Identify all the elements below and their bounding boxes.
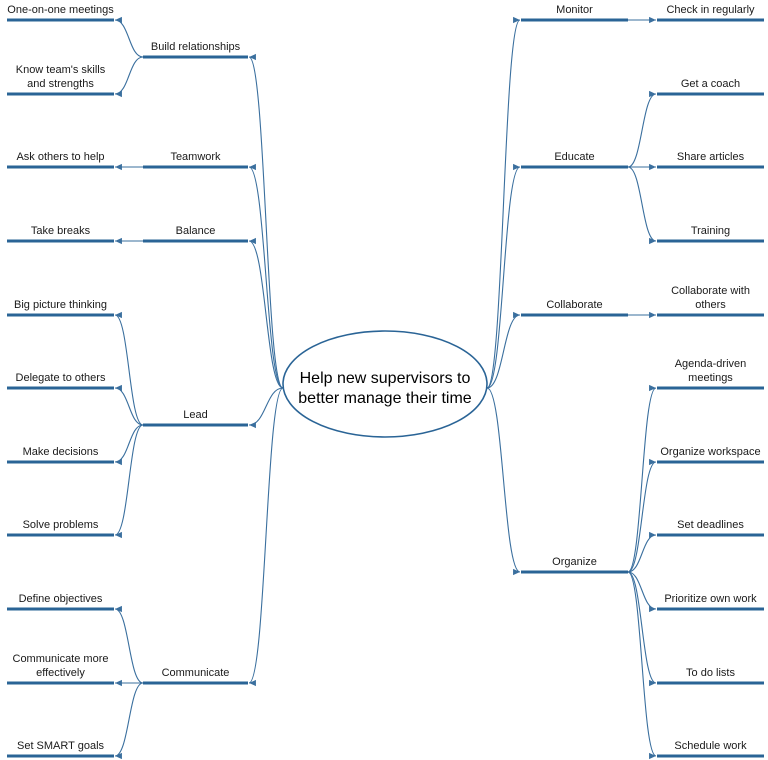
leaf-label-lead-2: Make decisions xyxy=(23,446,99,458)
connector-center-build xyxy=(248,54,284,389)
leaf-label-lead-0: Big picture thinking xyxy=(14,299,107,311)
connector-center-collaborate xyxy=(486,311,521,389)
leaf-label-educate-0: Get a coach xyxy=(681,78,740,90)
connector-build-1 xyxy=(114,56,144,98)
branch-label-monitor: Monitor xyxy=(556,4,593,16)
leaf-label-organize-0-line-1: Agenda-driven xyxy=(675,358,747,370)
branch-label-collaborate: Collaborate xyxy=(546,299,602,311)
leaf-label-build-0: One-on-one meetings xyxy=(7,4,114,16)
connector-lead-1 xyxy=(114,384,144,426)
leaf-label-organize-2: Set deadlines xyxy=(677,519,744,531)
leaf-label-organize-5: Schedule work xyxy=(674,740,747,752)
node-labels: Build relationships One-on-one meetingsKn… xyxy=(7,4,760,752)
leaf-label-teamwork-0: Ask others to help xyxy=(16,151,104,163)
connector-organize-4 xyxy=(627,571,657,687)
connector-educate-0 xyxy=(627,90,657,168)
central-topic-line-1: Help new supervisors to xyxy=(300,370,471,387)
branch-bars xyxy=(7,18,764,758)
connector-center-communicate xyxy=(248,387,284,686)
leaf-label-organize-0-line-2: meetings xyxy=(688,372,733,384)
leaf-label-build-1-line-1: Know team's skills xyxy=(16,64,106,76)
leaf-label-communicate-1-line-1: Communicate more xyxy=(13,653,109,665)
connector-build-0 xyxy=(114,16,144,58)
central-topic-ellipse xyxy=(282,330,488,438)
connector-communicate-0 xyxy=(114,605,144,684)
leaf-label-collaborate-0-line-1: Collaborate with xyxy=(671,285,750,297)
branch-label-educate: Educate xyxy=(554,151,594,163)
connector-center-balance xyxy=(248,237,284,389)
leaf-label-balance-0: Take breaks xyxy=(31,225,91,237)
connector-communicate-2 xyxy=(114,682,144,760)
branch-label-lead: Lead xyxy=(183,409,207,421)
leaf-label-educate-2: Training xyxy=(691,225,730,237)
connector-center-teamwork xyxy=(248,164,284,389)
connector-organize-1 xyxy=(627,458,657,573)
central-topic[interactable]: Help new supervisors to better manage th… xyxy=(282,330,488,438)
leaf-label-build-1-line-2: and strengths xyxy=(27,78,94,90)
branch-label-build: Build relationships xyxy=(151,41,241,53)
central-topic-line-2: better manage their time xyxy=(298,390,472,407)
connector-lead-0 xyxy=(114,311,144,426)
connector-center-monitor xyxy=(486,17,521,389)
branch-label-communicate: Communicate xyxy=(162,667,230,679)
leaf-label-monitor-0: Check in regularly xyxy=(666,4,755,16)
connector-center-organize xyxy=(486,387,521,576)
connector-lead-3 xyxy=(114,424,144,539)
connector-educate-2 xyxy=(627,166,657,245)
leaf-label-collaborate-0-line-2: others xyxy=(695,299,726,311)
leaf-label-lead-3: Solve problems xyxy=(23,519,99,531)
leaf-label-organize-1: Organize workspace xyxy=(660,446,760,458)
leaf-label-communicate-2: Set SMART goals xyxy=(17,740,105,752)
branch-label-teamwork: Teamwork xyxy=(170,151,221,163)
leaf-label-communicate-1-line-2: effectively xyxy=(36,667,85,679)
leaf-label-organize-3: Prioritize own work xyxy=(664,593,757,605)
connector-organize-0 xyxy=(627,385,657,573)
branch-label-balance: Balance xyxy=(176,225,216,237)
leaf-label-lead-1: Delegate to others xyxy=(16,372,106,384)
branch-label-organize: Organize xyxy=(552,556,597,568)
connector-center-lead xyxy=(248,387,284,429)
connector-center-educate xyxy=(486,164,521,389)
connector-lead-2 xyxy=(114,424,144,466)
connector-organize-3 xyxy=(627,571,657,613)
connector-organize-2 xyxy=(627,531,657,573)
connector-lines xyxy=(114,16,657,760)
leaf-label-communicate-0: Define objectives xyxy=(19,593,103,605)
connector-organize-5 xyxy=(627,571,657,759)
leaf-label-educate-1: Share articles xyxy=(677,151,745,163)
leaf-label-organize-4: To do lists xyxy=(686,667,735,679)
